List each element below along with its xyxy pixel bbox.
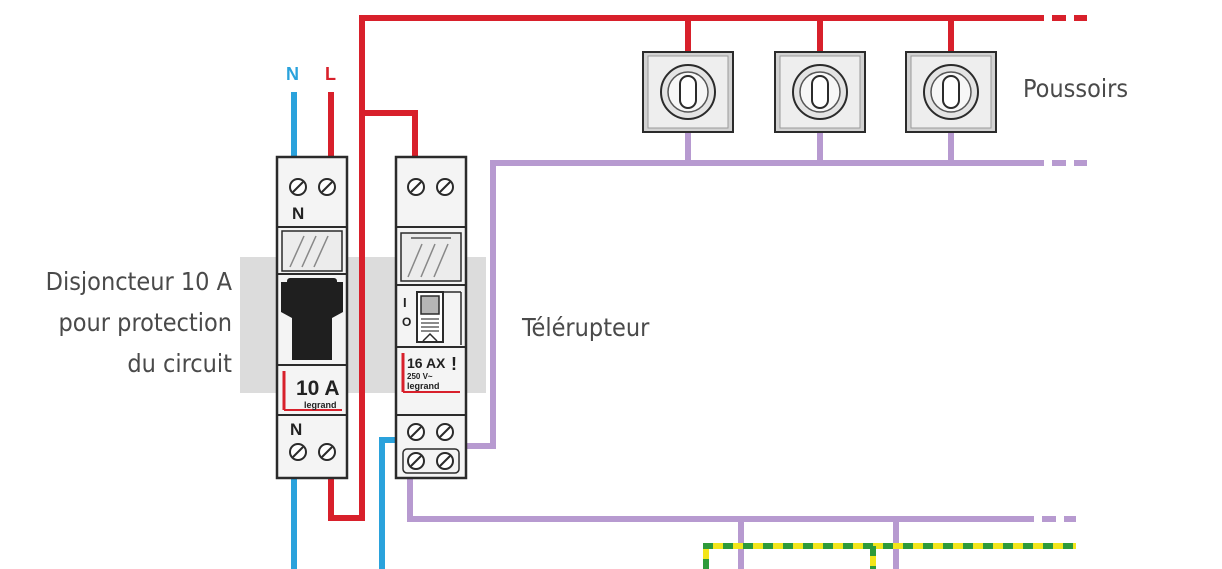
telerupteur-label: Télérupteur (521, 313, 650, 342)
breaker-caption-line-3: du circuit (127, 349, 232, 378)
relay-voltage: 250 V~ (407, 372, 433, 381)
relay-off-symbol: O (402, 315, 411, 329)
relay-top-terminals (407, 178, 454, 196)
earth-wires (703, 543, 1076, 569)
live-top-label: L (325, 64, 336, 84)
neutral-top-label: N (286, 64, 299, 84)
breaker-brand: legrand (304, 400, 337, 410)
breaker-top-terminals (289, 178, 336, 196)
relay-warning-mark: ! (451, 354, 457, 374)
breaker-terminal-bottom-label: N (290, 420, 302, 439)
poussoirs-label: Poussoirs (1023, 74, 1128, 103)
pushbutton-1 (642, 51, 734, 133)
relay-brand: legrand (407, 381, 440, 391)
circuit-breaker: N 10 A legrand N (275, 155, 349, 480)
relay-rating: 16 AX (407, 355, 446, 371)
relay-on-symbol: I (403, 295, 407, 310)
live-wires (328, 15, 1087, 521)
pushbutton-2 (774, 51, 866, 133)
breaker-rating: 10 A (296, 377, 340, 400)
relay-manual-switch[interactable] (416, 291, 444, 343)
breaker-caption-line-1: Disjoncteur 10 A (46, 267, 233, 296)
control-wires (407, 132, 1087, 569)
impulse-relay: I O 16 AX ! 250 V~ legrand (394, 155, 468, 480)
breaker-caption-line-2: pour protection (58, 308, 232, 337)
breaker-bottom-terminals (289, 443, 336, 461)
breaker-terminal-top-label: N (292, 204, 304, 223)
breaker-toggle-lever (281, 278, 343, 360)
relay-bottom-terminals (402, 423, 460, 474)
pushbutton-3 (905, 51, 997, 133)
